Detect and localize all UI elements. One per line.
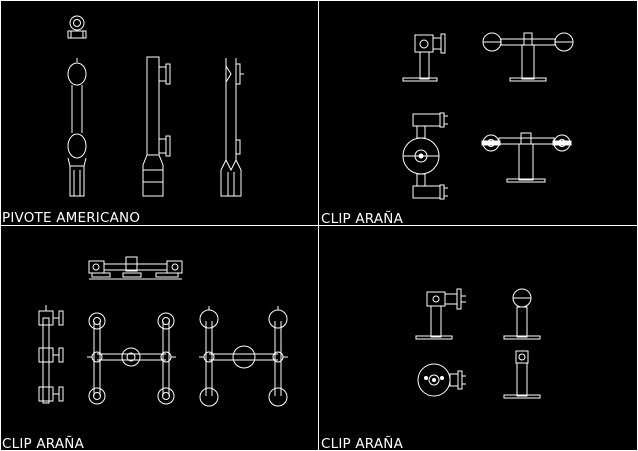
pivot-front-view: [67, 58, 87, 197]
clip-spider-side-column: [38, 305, 64, 404]
clip-spider-double-plan: [481, 132, 572, 183]
pivot-section-view: [220, 58, 244, 197]
panel-label-clip-arana-top: CLIP ARAÑA: [321, 210, 404, 227]
clip-fitting-ball-elevation: [503, 288, 541, 340]
pivot-top-view: [67, 15, 87, 39]
clip-double-arm-elevation: [482, 32, 574, 82]
panel-label-pivote-americano: PIVOTE AMERICANO: [2, 210, 140, 226]
clip-fitting-round-plan: [417, 363, 466, 397]
clip-spider-h-frame-large: [199, 306, 288, 407]
clip-fitting-section: [503, 350, 541, 399]
clip-spider-h-frame-small: [87, 312, 176, 405]
clip-single-arm-elevation: [402, 33, 446, 82]
pivot-side-view: [142, 56, 171, 197]
panel-label-clip-arana-bottom-right: CLIP ARAÑA: [321, 435, 404, 451]
panel-label-clip-arana-bottom-left: CLIP ARAÑA: [2, 435, 85, 451]
clip-round-fitting-plan: [402, 112, 448, 200]
clip-fitting-elevation: [415, 288, 466, 340]
clip-spider-top-strip: [88, 256, 183, 280]
